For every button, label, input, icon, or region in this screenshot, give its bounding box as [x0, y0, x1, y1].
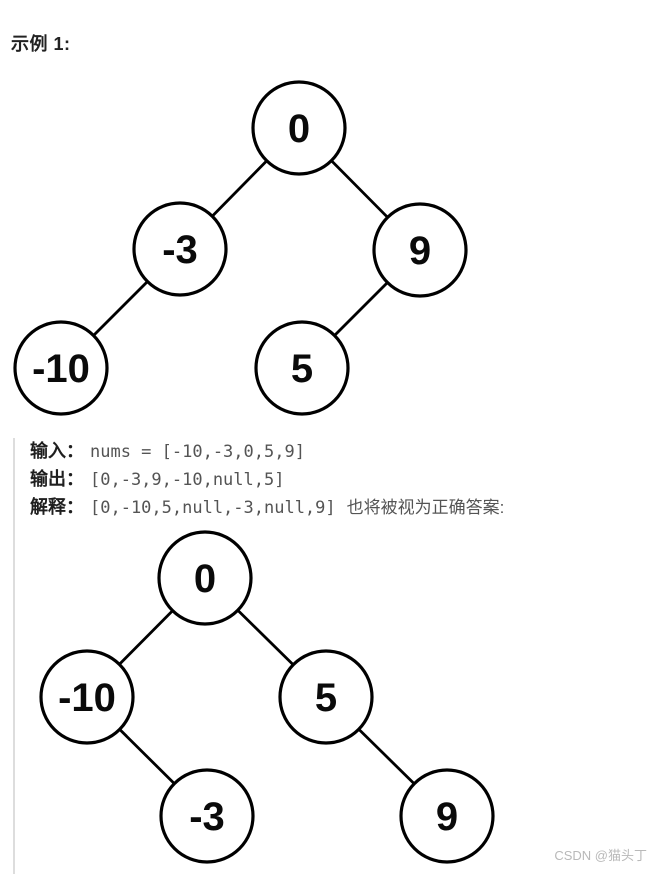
- input-value: nums = [-10,-3,0,5,9]: [90, 442, 305, 462]
- tree-node-label: 5: [315, 676, 337, 720]
- tree-node: [132, 201, 228, 297]
- tree-node-label: 9: [436, 795, 458, 839]
- tree-node: [159, 768, 255, 864]
- output-value: [0,-3,9,-10,null,5]: [90, 470, 285, 490]
- tree-node-label: 0: [194, 557, 216, 601]
- tree-svg: 0 -10 5 -3 9: [39, 530, 495, 864]
- tree-node: [13, 320, 109, 416]
- tree-node: [39, 649, 135, 745]
- tree-node: [157, 530, 253, 626]
- tree-node-label: -10: [58, 676, 116, 720]
- tree-node-label: -10: [32, 347, 90, 391]
- example-title: 示例 1:: [11, 34, 71, 54]
- tree-node-label: -3: [189, 795, 225, 839]
- tree-node: [372, 202, 468, 298]
- output-label: 输出：: [30, 469, 84, 489]
- tree-node: [251, 80, 347, 176]
- input-label: 输入：: [30, 441, 84, 461]
- tree-node-label: 0: [288, 107, 310, 151]
- blockquote-left-border: [13, 438, 15, 874]
- explanation-line: 解释： [0,-10,5,null,-3,null,9] 也将被视为正确答案:: [30, 493, 504, 521]
- binary-tree-diagram-output: 0 -3 9 -10 5: [0, 80, 500, 420]
- explanation-label: 解释：: [30, 497, 84, 517]
- binary-tree-diagram-alternative: 0 -10 5 -3 9: [0, 530, 500, 870]
- explanation-value: [0,-10,5,null,-3,null,9]: [90, 498, 336, 518]
- tree-node-label: -3: [162, 228, 198, 272]
- output-line: 输出： [0,-3,9,-10,null,5]: [30, 465, 504, 493]
- csdn-watermark: CSDN @猫头丁: [554, 848, 647, 863]
- tree-node: [278, 649, 374, 745]
- tree-node: [254, 320, 350, 416]
- explanation-note: 也将被视为正确答案:: [346, 498, 505, 517]
- tree-node-label: 5: [291, 347, 313, 391]
- input-line: 输入： nums = [-10,-3,0,5,9]: [30, 437, 504, 465]
- tree-svg: 0 -3 9 -10 5: [13, 80, 468, 416]
- tree-node: [399, 768, 495, 864]
- tree-node-label: 9: [409, 229, 431, 273]
- example-io-block: 输入： nums = [-10,-3,0,5,9] 输出： [0,-3,9,-10,…: [30, 437, 504, 521]
